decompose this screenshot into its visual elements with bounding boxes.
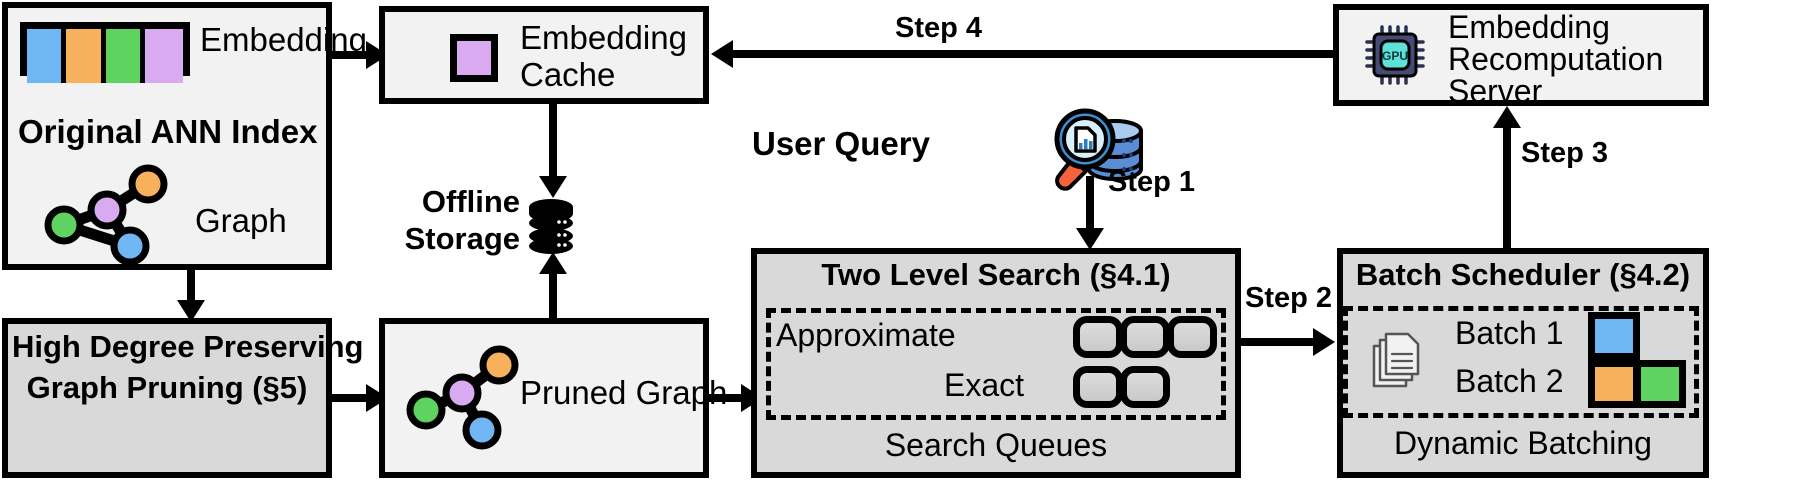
approximate-queue-1 [1120,316,1170,358]
database-icon [529,199,573,254]
embedding-cell-3 [145,29,183,83]
arrow-step1-line [1086,176,1094,236]
approximate-queue-2 [1167,316,1217,358]
dynamic-batching-dashed-region [1343,306,1699,418]
step3-label: Step 3 [1521,137,1609,169]
embedding-cache-line1: Embedding [520,19,687,56]
gpu-chip-text: GPU [1382,49,1408,63]
exact-queue-1 [1120,366,1170,408]
embedding-strip [20,22,190,83]
approximate-queue-0 [1073,316,1123,358]
arrow-step4-line [731,50,1335,58]
step4-label: Step 4 [895,12,983,44]
step1-label: Step 1 [1108,166,1196,198]
arrow-step3-line [1503,124,1511,250]
user-query-label: User Query [752,125,930,162]
batch-2-swatch-1 [1634,360,1686,408]
two-level-search-title: Two Level Search (§4.1) [821,257,1171,292]
embedding-cache-line2: Cache [520,56,616,93]
exact-queue-0 [1073,366,1123,408]
arrow-step4-head [711,40,733,68]
arrow-step3-head [1493,106,1521,128]
pruned-graph-label: Pruned Graph [520,374,728,411]
batch-1-label: Batch 1 [1455,315,1564,351]
arrow-cache-to-storage-line [549,104,557,184]
arrow-pruned-to-search-line [709,394,751,402]
search-queues-dashed-region [766,308,1226,420]
arrow-index-to-cache-line [332,51,374,59]
gpu-chip-icon: GPU [1365,25,1425,85]
search-queues-footer: Search Queues [884,427,1108,463]
batch-1-swatch-0 [1588,312,1640,360]
arrow-step2-head [1313,328,1335,356]
step2-label: Step 2 [1245,282,1333,314]
original-ann-index-title: Original ANN Index [18,113,318,150]
arrow-pruned-to-storage-head [539,252,567,274]
offline-storage-line2: Storage [404,221,520,256]
offline-storage-line1: Offline [421,184,520,219]
arrow-pruned-to-storage-line [549,272,557,328]
exact-label: Exact [944,367,1025,403]
documents-icon [1372,332,1420,388]
recomputation-server-line1: Embedding [1448,9,1610,45]
dynamic-batching-footer: Dynamic Batching [1394,425,1652,461]
recomputation-server-line3: Server [1448,73,1543,109]
graph-pruning-line1: High Degree Preserving [12,329,364,364]
two-level-search-box [751,248,1241,478]
arrow-step1-head [1076,228,1104,250]
graph-pruning-line2: Graph Pruning (§5) [26,370,308,405]
embedding-cache-swatch [450,34,498,82]
batch-2-label: Batch 2 [1455,363,1564,399]
arrow-index-to-pruning-head [177,300,205,322]
embedding-cell-0 [27,29,67,83]
embedding-cache-box [379,6,709,104]
batch-2-swatch-0 [1588,360,1640,408]
arrow-index-to-pruning-line [187,270,195,308]
original-graph-icon [44,164,168,266]
search-database-icon [1054,108,1143,191]
embedding-cell-1 [66,29,106,83]
approximate-label: Approximate [776,317,956,353]
arrow-pruning-to-pruned-line [332,394,374,402]
graph-label: Graph [195,202,287,239]
graph-pruning-box [2,318,332,478]
batch-scheduler-title: Batch Scheduler (§4.2) [1355,257,1691,292]
arrow-step2-line [1241,338,1321,346]
pruned-graph-icon [406,345,519,450]
recomputation-server-line2: Recomputation [1448,41,1664,77]
embedding-cell-2 [105,29,146,83]
arrow-cache-to-storage-head [539,176,567,198]
